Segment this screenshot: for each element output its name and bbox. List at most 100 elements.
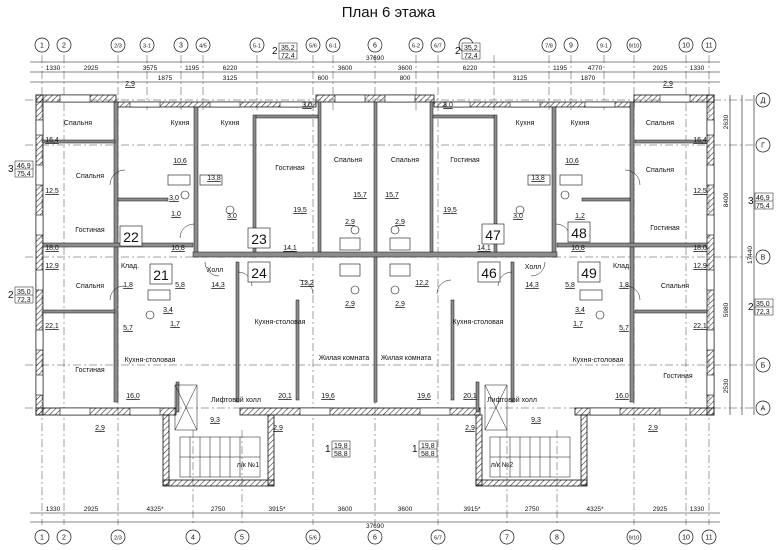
svg-text:75,4: 75,4 [756, 203, 770, 210]
stamp-mid-right: 1 19,8 58,8 [412, 440, 438, 458]
axis-bubble-top: 6-2 [412, 44, 420, 50]
area-label: 3,0 [169, 195, 179, 202]
dimension-value: 2925 [653, 506, 668, 513]
apartment-number: 47 [485, 227, 501, 243]
area-label: 19,6 [417, 393, 431, 400]
room-bedroom: Спальня [334, 157, 362, 164]
room-kitchen: Кухня [221, 120, 240, 127]
area-label: 5,7 [619, 325, 629, 332]
area-label: 20,1 [278, 393, 292, 400]
room-kitchen-dining: Кухня-столовая [453, 319, 504, 326]
svg-text:58,8: 58,8 [421, 451, 435, 458]
axis-bubble-bottom-circle [367, 529, 383, 545]
svg-text:3: 3 [748, 196, 754, 207]
room-storage: Клад. [121, 263, 139, 270]
svg-text:2: 2 [748, 302, 754, 313]
axis-bubble-top: 6/7 [434, 44, 442, 50]
dimension-value: 2530 [723, 378, 730, 393]
dimension-value: 6220 [223, 65, 238, 72]
stamp-mid-left: 1 19,8 58,8 [325, 440, 351, 458]
axis-bubble-top-circle [367, 37, 383, 53]
room-kitchen: Кухня [516, 120, 535, 127]
area-label: 5,7 [123, 325, 133, 332]
axis-bubble-top-circle [563, 37, 579, 53]
apartment-number: 24 [251, 265, 267, 281]
axis-bubble-bottom: 10 [682, 535, 690, 542]
stairwell-1 [174, 384, 261, 478]
dimension-value: 1330 [46, 506, 61, 513]
axis-bubble-row: В [761, 255, 766, 262]
axis-bubble-row: Б [761, 363, 766, 370]
area-labels: 16,4 12,5 18,0 12,9 22,1 10,6 13,8 19,5 … [45, 81, 707, 432]
axis-bubble-bottom: 6/7 [434, 536, 442, 542]
axis-bubble-top-circle [34, 37, 50, 53]
axis-bubble-bottom: 5 [240, 535, 244, 542]
axis-bubble-bottom-circle [305, 529, 321, 545]
stamp-right-2: 2 35,0 72,3 [748, 298, 774, 316]
stamp-top-left: 2 35,2 72,4 [272, 42, 298, 60]
axis-bubble-bottom: 11 [705, 535, 712, 542]
bathroom-fixtures [145, 174, 605, 320]
room-labels: Спальня Спальня Гостиная Спальня Гостина… [64, 120, 693, 469]
axis-bubble-row-circle [755, 357, 771, 373]
area-label: 10,6 [173, 158, 187, 165]
area-label: 2,9 [345, 301, 355, 308]
area-label: 3,4 [575, 307, 585, 314]
area-label: 1,0 [171, 211, 181, 218]
room-hall: Холл [525, 264, 542, 271]
dimension-value: 3915* [269, 506, 286, 513]
axis-bubble-top: 1 [40, 43, 44, 50]
area-label: 13,8 [207, 175, 221, 182]
dimension-value: 5980 [723, 302, 730, 317]
area-stamps: 2 35,2 72,4 2 35,2 72,4 3 46,9 75,4 3 46… [8, 42, 774, 458]
dimension-value: 3600 [338, 506, 353, 513]
svg-text:72,4: 72,4 [464, 53, 478, 60]
area-label: 22,1 [693, 323, 707, 330]
area-label: 19,6 [321, 393, 335, 400]
dimension-value: 800 [400, 75, 411, 82]
axis-bubble-top-circle [325, 37, 341, 53]
area-label: 10,8 [571, 245, 585, 252]
axis-bubble-row: Г [761, 143, 765, 150]
area-label: 22,1 [45, 323, 59, 330]
windows [35, 94, 715, 416]
axis-bubble-top: 2 [62, 43, 66, 50]
apartment-number: 23 [251, 231, 267, 247]
axis-bubble-top-circle [430, 37, 446, 53]
dimension-value: 3915* [464, 506, 481, 513]
axis-bubble-bottom-circle [185, 529, 201, 545]
svg-text:2: 2 [455, 46, 461, 57]
dimension-value: 2750 [211, 506, 226, 513]
svg-text:35,2: 35,2 [464, 45, 478, 52]
axis-bubble-top: 6-1 [329, 44, 337, 50]
axis-bubble-bottom-circle [56, 529, 72, 545]
svg-text:2: 2 [8, 290, 14, 301]
area-label: 1,8 [123, 282, 133, 289]
area-label: 5,8 [565, 282, 575, 289]
apartment-number: 46 [481, 265, 497, 281]
area-label: 18,0 [693, 245, 707, 252]
axis-bubble-top: 7/8 [545, 44, 553, 50]
axis-bubble-top-circle [596, 37, 612, 53]
room-living: Гостиная [663, 373, 693, 380]
dimension-value: 4325* [147, 506, 164, 513]
svg-text:72,3: 72,3 [17, 297, 31, 304]
stairwell-2 [484, 384, 571, 478]
room-kitchen-dining: Кухня-столовая [255, 319, 306, 326]
axis-bubble-bottom-circle [34, 529, 50, 545]
apartment-number: 48 [571, 225, 587, 241]
axis-bubble-top-circle [305, 37, 321, 53]
axis-bubble-row-circle [755, 400, 771, 416]
dimension-value: 1330 [690, 65, 705, 72]
axis-bubble-top: 11 [705, 43, 712, 50]
dimension-value: 2925 [653, 65, 668, 72]
area-label: 14,1 [477, 245, 491, 252]
stamp-right-3: 3 46,9 75,4 [748, 192, 774, 210]
area-label: 2,9 [125, 81, 135, 88]
area-label: 2,9 [648, 425, 658, 432]
room-bedroom: Спальня [646, 120, 674, 127]
dimension-value: 1195 [185, 65, 199, 72]
axis-bubble-row: Д [761, 98, 766, 105]
area-label: 12,5 [693, 188, 707, 195]
axis-bubble-bottom-circle [678, 529, 694, 545]
